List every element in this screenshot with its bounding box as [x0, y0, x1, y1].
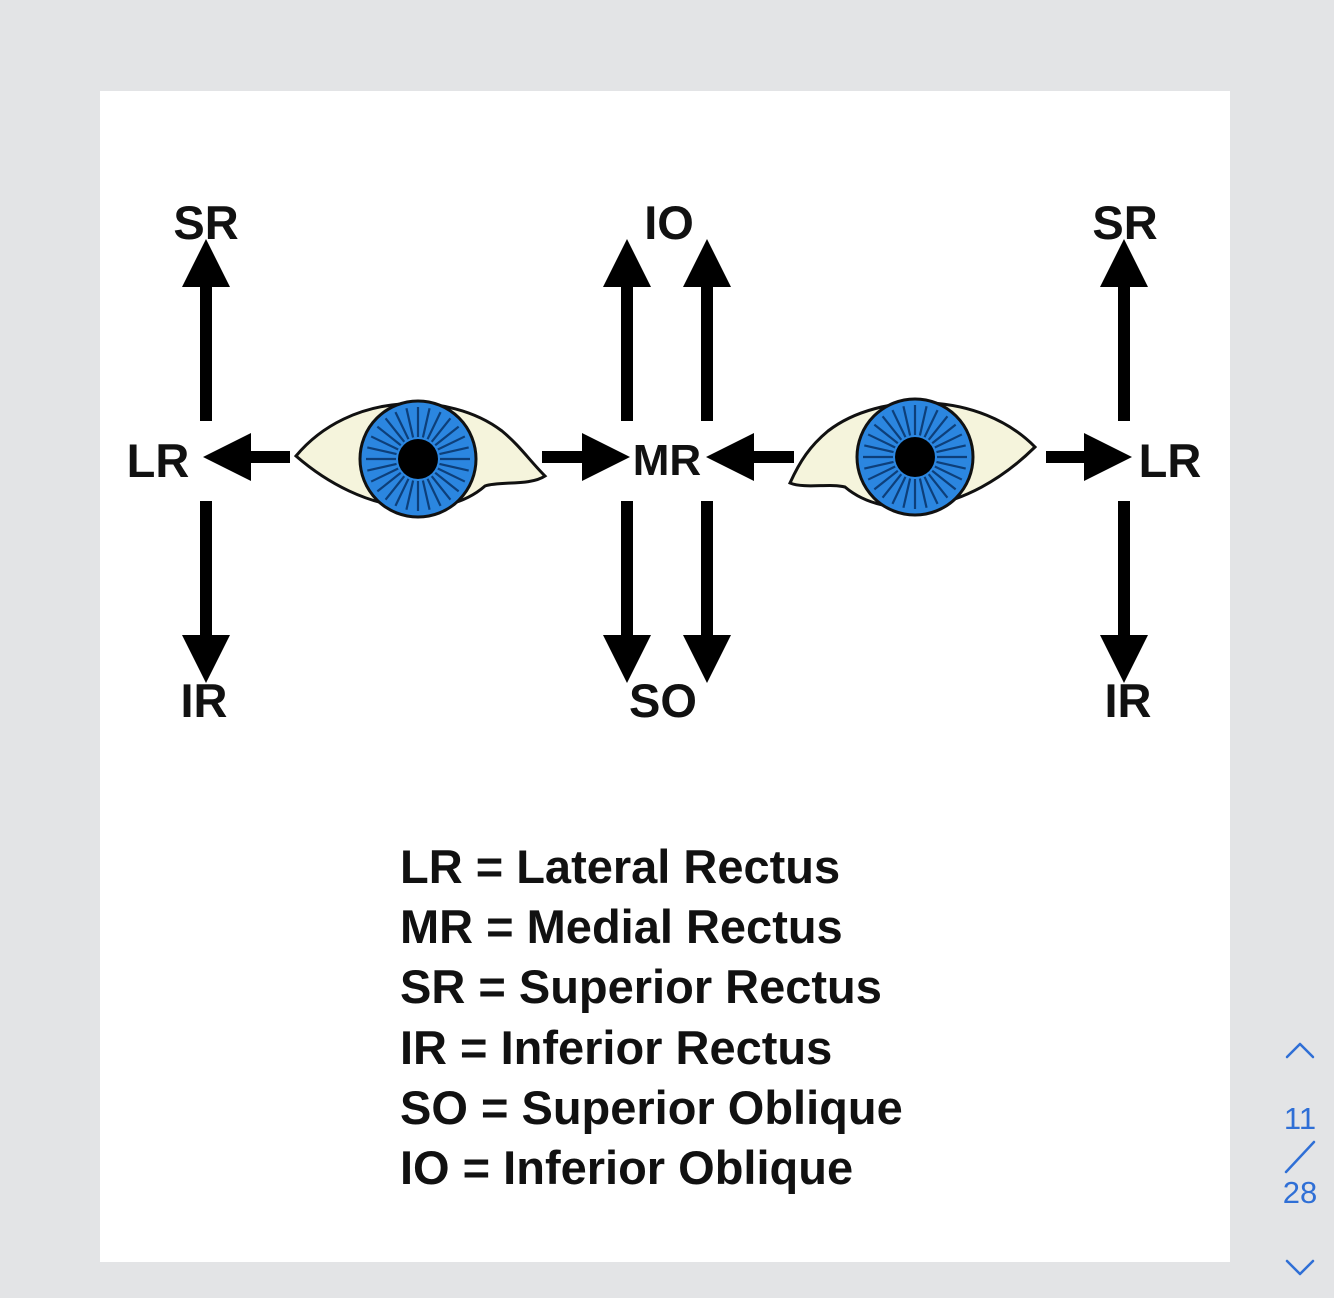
label-center-io: IO	[644, 196, 694, 249]
label-left-sr: SR	[173, 196, 238, 249]
label-left-lr: LR	[127, 434, 190, 487]
chevron-up-icon	[1285, 1042, 1315, 1059]
label-left-ir: IR	[181, 674, 228, 727]
total-page-number: 28	[1282, 1175, 1318, 1210]
label-right-lr: LR	[1139, 434, 1202, 487]
legend-item: IR = Inferior Rectus	[400, 1020, 833, 1074]
chevron-down-icon	[1285, 1259, 1315, 1276]
right-eye-icon	[787, 397, 1038, 517]
legend-item: MR = Medial Rectus	[400, 900, 843, 954]
page-navigator: 11 28	[1268, 1030, 1332, 1298]
left-eye-icon	[293, 399, 548, 519]
label-right-sr: SR	[1092, 196, 1157, 249]
legend-item: SO = Superior Oblique	[400, 1080, 903, 1134]
slide: SR LR IR IO MR SO SR LR IR LR = Lateral …	[100, 91, 1230, 1262]
current-page-number: 11	[1283, 1101, 1317, 1136]
label-center-so: SO	[629, 674, 697, 727]
legend-item: LR = Lateral Rectus	[400, 840, 841, 893]
previous-page-button[interactable]	[1280, 1030, 1320, 1070]
next-page-button[interactable]	[1280, 1248, 1320, 1288]
legend-item: IO = Inferior Oblique	[400, 1141, 854, 1195]
label-center-mr: MR	[633, 436, 701, 485]
legend: LR = Lateral Rectus MR = Medial Rectus S…	[400, 837, 1020, 1198]
legend-item: SR = Superior Rectus	[400, 960, 882, 1014]
page-separator-icon	[1284, 1140, 1316, 1174]
eye-muscles-diagram: SR LR IR IO MR SO SR LR IR	[127, 196, 1202, 727]
label-right-ir: IR	[1105, 674, 1152, 727]
